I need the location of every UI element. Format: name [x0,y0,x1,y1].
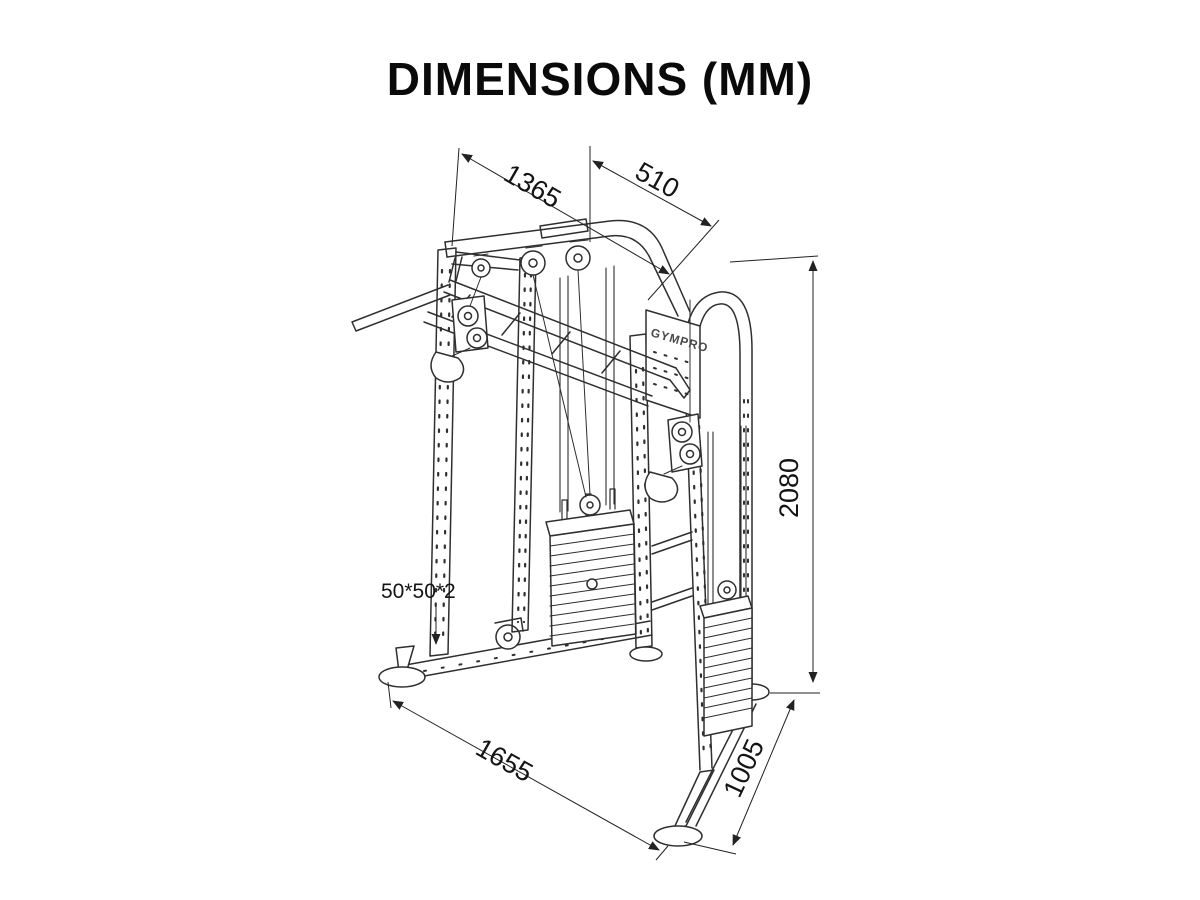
machine-drawing [351,218,770,847]
page-title: DIMENSIONS (MM) [386,53,814,105]
dim-base-width-label: 1655 [471,732,538,788]
left-carriage [430,295,489,383]
dim-top-width-label: 1365 [499,158,566,214]
center-column [629,333,693,662]
tube-spec-label: 50*50*2 [381,580,456,603]
dimension-annotations [387,146,820,861]
cables [469,269,691,498]
dim-height-label: 2080 [774,458,804,518]
dim-top-depth-label: 510 [630,156,684,204]
right-carriage [644,413,703,503]
pullup-bar [351,256,691,407]
